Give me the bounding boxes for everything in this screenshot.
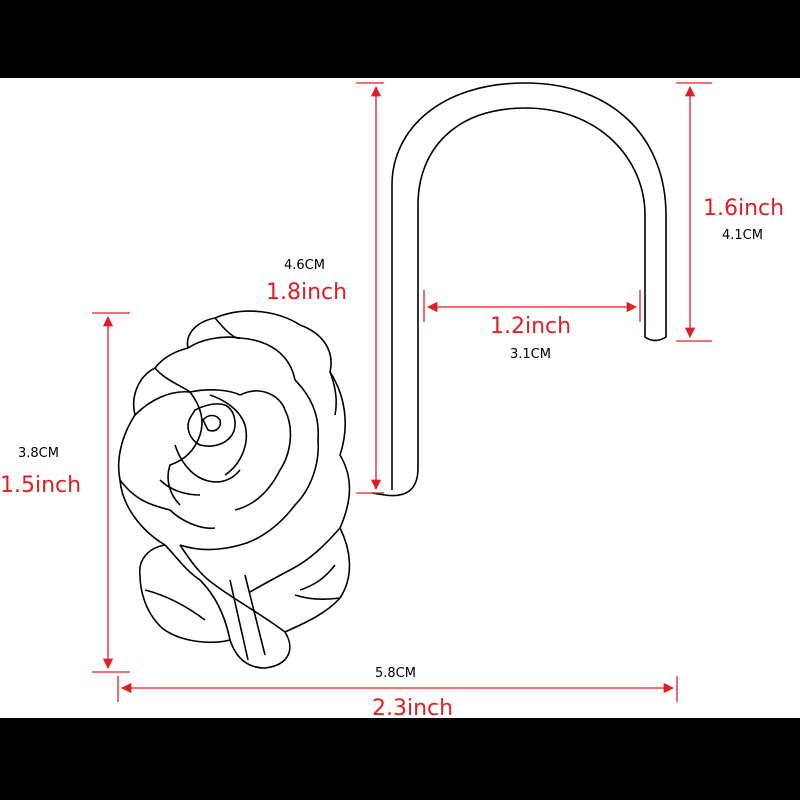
hook-outline: [371, 82, 667, 497]
rose-height-cm-label: 3.8CM: [18, 446, 59, 461]
arc-height-inch-label: 1.6inch: [703, 196, 785, 221]
rose-icon: [117, 310, 351, 669]
gap-cm-label: 3.1CM: [510, 347, 551, 362]
width-cm-label: 5.8CM: [375, 666, 416, 681]
gap-inch-label: 1.2inch: [490, 314, 572, 339]
arc-height-cm-label: 4.1CM: [722, 228, 763, 243]
hook-height-cm-label: 4.6CM: [284, 258, 325, 273]
width-inch-label: 2.3inch: [372, 696, 454, 721]
hook-height-inch-label: 1.8inch: [266, 280, 348, 305]
rose-height-inch-label: 1.5inch: [0, 473, 82, 498]
